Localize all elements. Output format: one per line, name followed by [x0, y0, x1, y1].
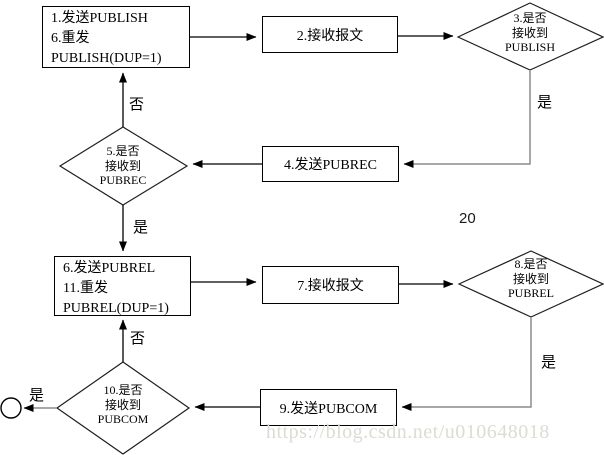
edge-label-yes-pubrec: 是 [133, 220, 149, 236]
decision-diamond-check-pubcom [55, 361, 191, 455]
node-receive-packet-2-label: 7.接收报文 [297, 279, 364, 294]
node-receive-packet-1-label: 2.接收报文 [296, 28, 364, 44]
node-send-pubrec-label: 4.发送PUBREC [284, 158, 377, 173]
node-send-publish: 1.发送PUBLISH 6.重发 PUBLISH(DUP=1) [42, 6, 190, 68]
elbow-check-publish-yes-to-send-pubrec [403, 70, 531, 168]
edge-label-yes-pubcom: 是 [29, 388, 45, 404]
edge-label-no-pubrec: 否 [129, 97, 145, 113]
elbow-check-pubrel-yes-to-send-pubcom [401, 317, 532, 411]
node-send-pubrel-line3: PUBREL(DUP=1) [63, 301, 169, 316]
node-send-publish-line2: 6.重发 [51, 31, 90, 46]
node-send-pubrel-line1: 6.发送PUBREL [63, 261, 156, 276]
node-send-pubrel: 6.发送PUBREL 11.重发 PUBREL(DUP=1) [54, 256, 191, 316]
edge-label-no-pubcom: 否 [130, 331, 146, 347]
node-send-pubrec: 4.发送PUBREC [262, 146, 399, 182]
node-send-pubrel-line2: 11.重发 [63, 281, 108, 296]
decision-diamond-check-publish [456, 2, 604, 71]
node-receive-packet-1: 2.接收报文 [262, 16, 398, 53]
decision-diamond-check-pubrec [58, 126, 189, 206]
node-send-pubcom-label: 9.发送PUBCOM [279, 401, 378, 417]
edge-label-yes-publish: 是 [537, 95, 553, 111]
node-send-publish-line3: PUBLISH(DUP=1) [51, 51, 162, 66]
page-number: 20 [459, 210, 476, 227]
node-send-publish-line1: 1.发送PUBLISH [51, 11, 148, 26]
edge-label-yes-pubrel: 是 [541, 355, 557, 371]
end-state-circle [0, 397, 22, 419]
node-receive-packet-2: 7.接收报文 [262, 266, 399, 304]
decision-diamond-check-pubrel [457, 250, 604, 318]
watermark-text: https://blog.csdn.net/u010648018 [266, 421, 550, 443]
node-send-pubcom: 9.发送PUBCOM [260, 389, 397, 426]
